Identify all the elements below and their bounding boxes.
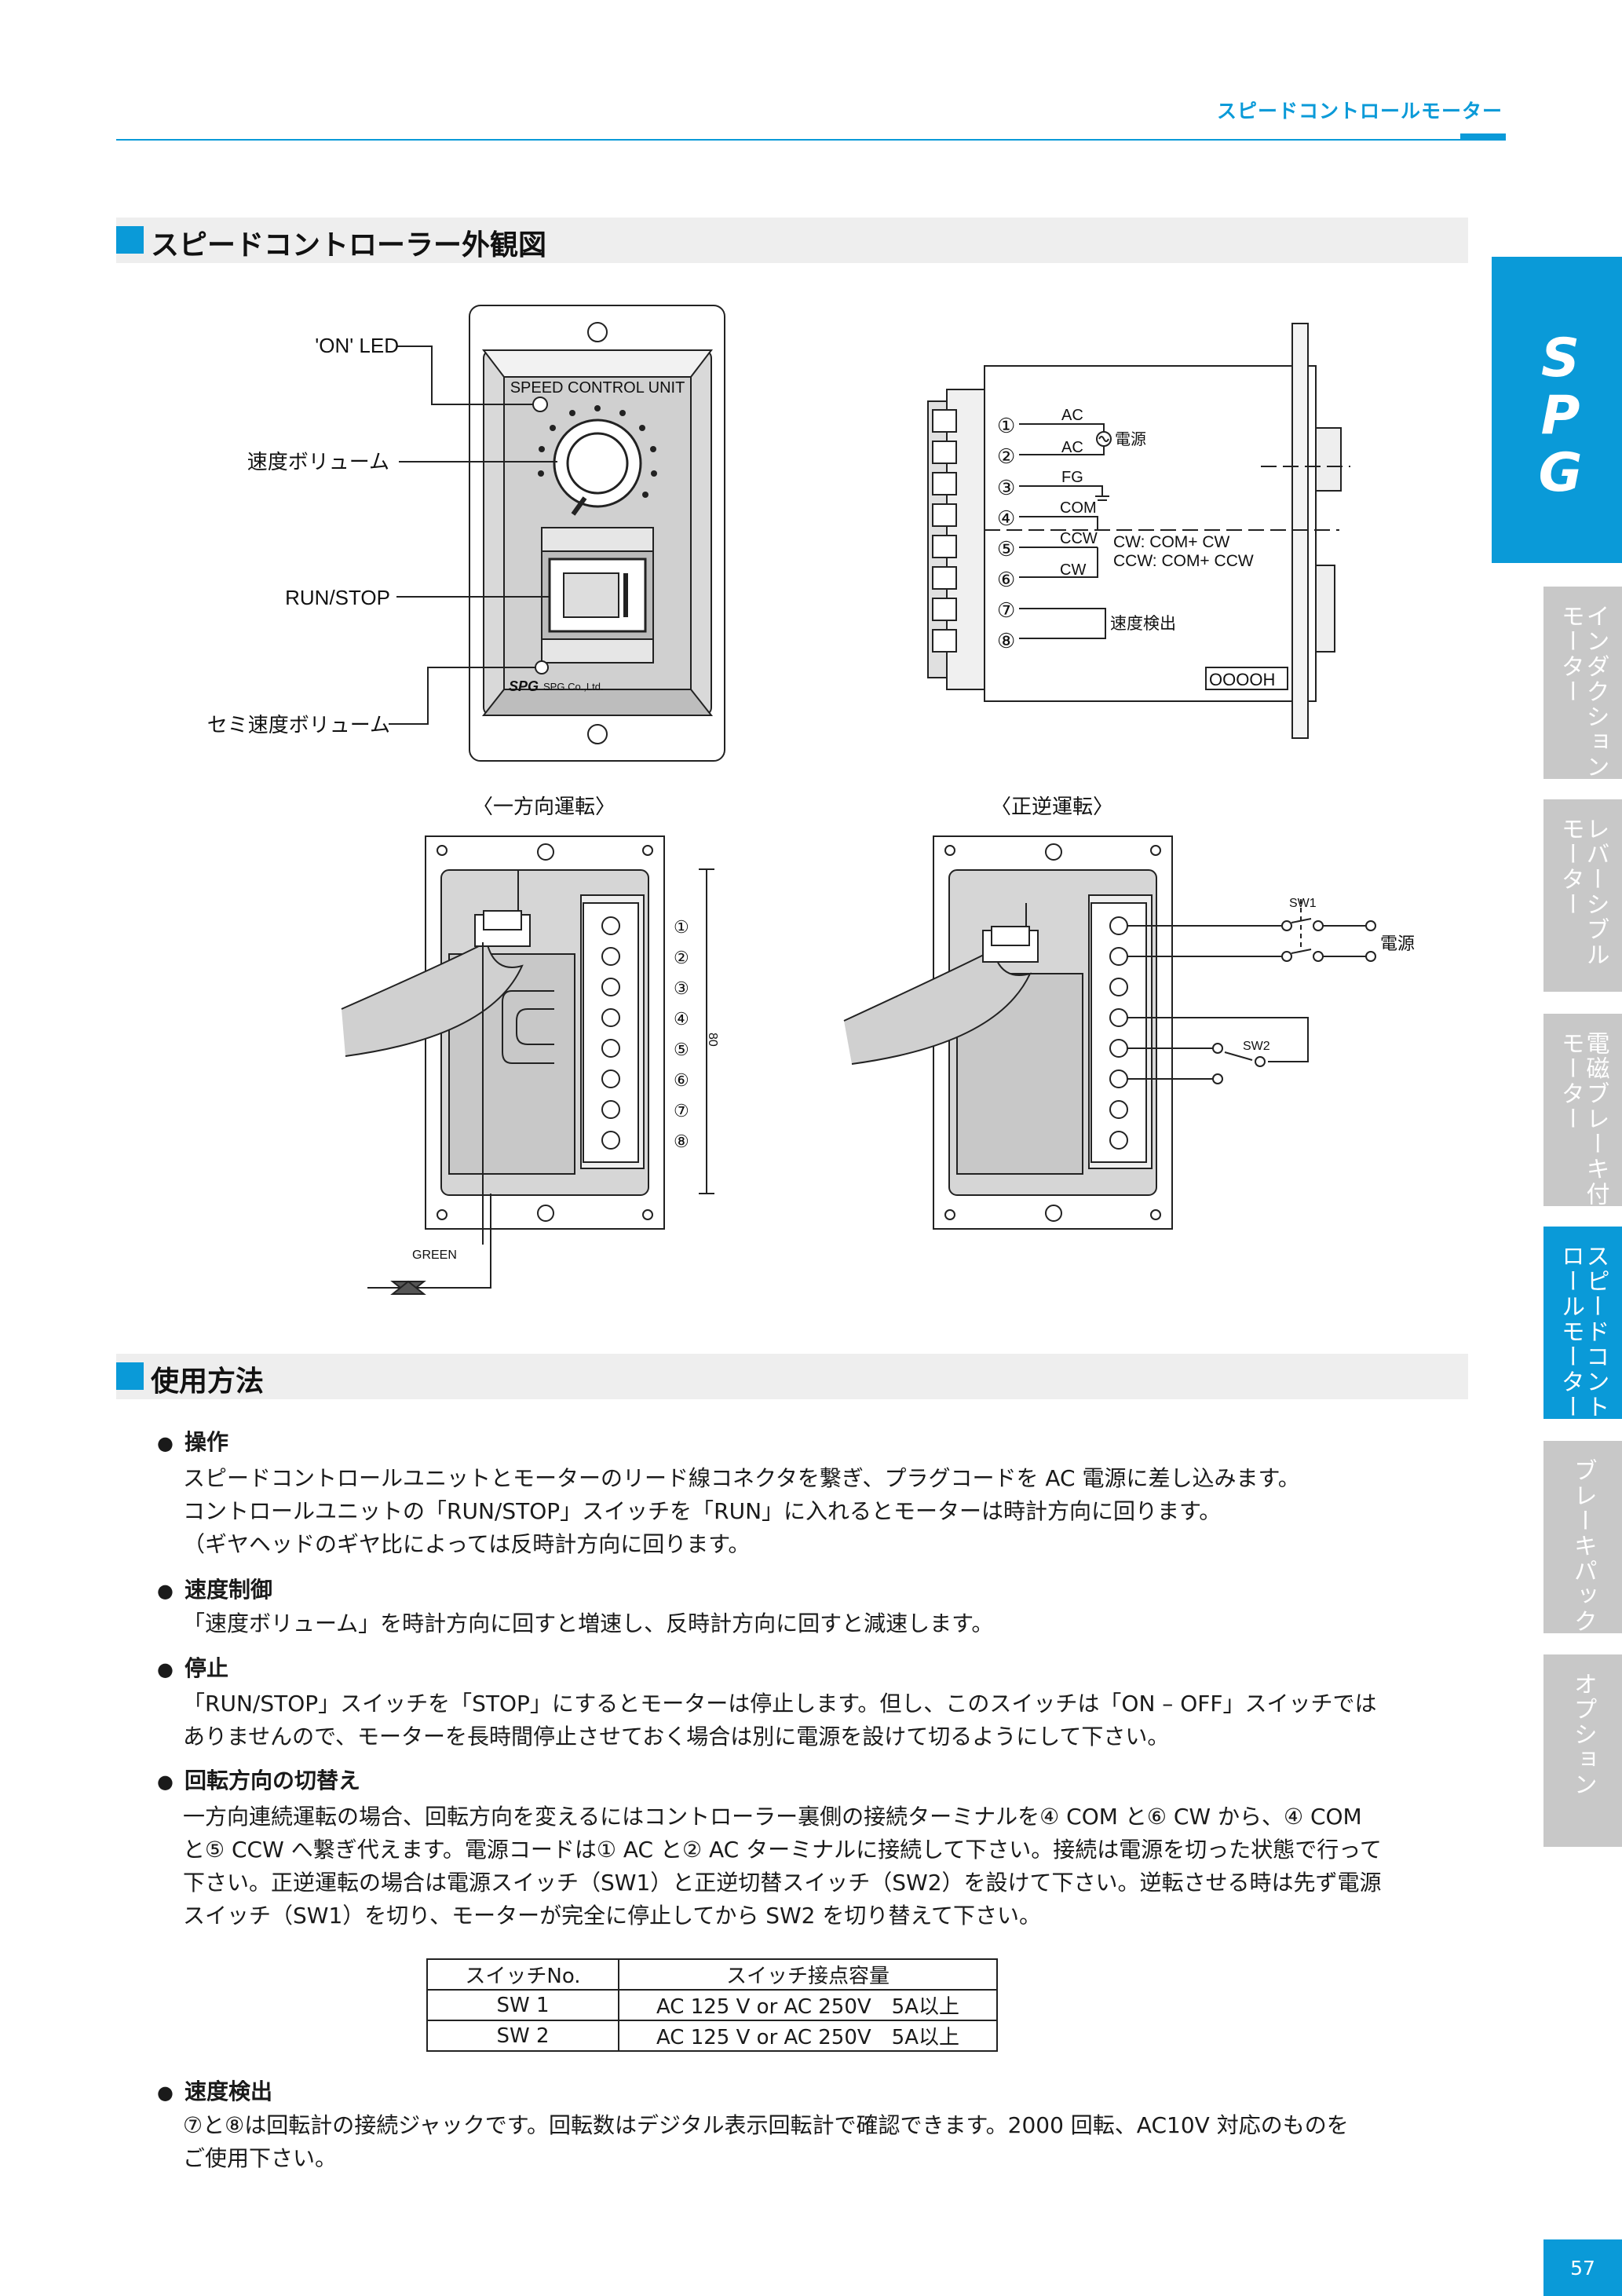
maker-text: SPG Co.,Ltd. (543, 681, 604, 693)
svg-text:CW: CW (1060, 561, 1086, 579)
side-view-terminal-ribs (932, 409, 957, 653)
reversible-diagram (843, 835, 1366, 1230)
usage-text-speed: 「速度ボリューム」を時計方向に回すと増速し、反時計方向に回すと減速します。 (183, 1610, 994, 1636)
table-row: SW 2 AC 125 V or AC 250V 5A以上 (426, 2020, 998, 2052)
section-bar-usage (116, 1354, 1468, 1399)
side-view-terminal-numbers: ① ② ③ ④ ⑤ ⑥ ⑦ ⑧ (997, 414, 1015, 653)
svg-text:③: ③ (674, 978, 689, 998)
tab-induction-motor[interactable]: インダクション モーター (1543, 587, 1622, 780)
table-header: スイッチ接点容量 (618, 1958, 998, 1991)
one-way-screws (601, 916, 620, 1150)
label-run-stop: RUN/STOP (285, 586, 390, 609)
side-view-cw-note: CW: COM+ CW (1113, 533, 1230, 551)
section-title-usage: 使用方法 (151, 1366, 265, 1398)
usage-text-stop: 「RUN/STOP」スイッチを「STOP」にするとモーターは停止します。但し、こ… (183, 1691, 1377, 1749)
usage-text-detection: ⑦と⑧は回転計の接続ジャックです。回転数はデジタル表示回転計で確認できます。20… (183, 2112, 1349, 2171)
one-way-diagram (341, 835, 714, 1296)
usage-heading-speed: 速度制御 (157, 1573, 272, 1604)
svg-text:FG: FG (1061, 469, 1083, 486)
side-view-wire-labels: AC AC FG COM CCW CW (1060, 407, 1098, 579)
one-way-terminal-numbers: ① ② ③ ④ ⑤ ⑥ ⑦ ⑧ (674, 917, 689, 1151)
usage-heading-detection: 速度検出 (157, 2075, 272, 2106)
table-header: スイッチNo. (426, 1958, 619, 1991)
label-on-led: 'ON' LED (315, 334, 399, 357)
usage-heading-direction: 回転方向の切替え (157, 1764, 360, 1795)
reversible-power-label: 電源 (1380, 934, 1415, 953)
side-view-ccw-note: CCW: COM+ CCW (1113, 552, 1254, 570)
section-title-appearance: スピードコントローラー外観図 (151, 229, 547, 261)
page-number: 57 (1543, 2239, 1622, 2296)
tab-brake-pack[interactable]: ブレーキパック (1543, 1441, 1622, 1634)
table-row: SW 1 AC 125 V or AC 250V 5A以上 (426, 1989, 998, 2021)
svg-text:CCW: CCW (1060, 530, 1098, 547)
reversible-screws (1109, 916, 1128, 1150)
svg-text:④: ④ (997, 506, 1015, 530)
side-view (927, 323, 1350, 739)
label-speed-volume: 速度ボリューム (247, 450, 389, 473)
label-sw1: SW1 (1289, 897, 1317, 910)
side-view-power-label: 電源 (1115, 430, 1146, 448)
tab-options[interactable]: オプション (1543, 1654, 1622, 1847)
svg-text:COM: COM (1060, 499, 1097, 517)
label-semi-speed: セミ速度ボリューム (207, 713, 390, 737)
usage-text-operation: スピードコントロールユニットとモーターのリード線コネクタを繋ぎ、プラグコードを … (183, 1465, 1300, 1557)
section-marker (116, 1362, 144, 1390)
svg-text:⑥: ⑥ (997, 568, 1015, 591)
svg-text:⑧: ⑧ (997, 629, 1015, 653)
spg-logo: SPG (1492, 257, 1622, 563)
svg-text:⑦: ⑦ (997, 598, 1015, 622)
running-header: スピードコントロールモーター (1216, 100, 1503, 122)
svg-text:⑤: ⑤ (997, 537, 1015, 561)
svg-text:⑤: ⑤ (674, 1040, 689, 1059)
svg-text:⑥: ⑥ (674, 1070, 689, 1090)
label-sw2: SW2 (1243, 1040, 1270, 1053)
side-view-speed-detect: 速度検出 (1110, 615, 1176, 633)
section-bar-appearance (116, 218, 1468, 263)
svg-text:①: ① (674, 917, 689, 937)
caption-one-way: 〈一方向運転〉 (473, 795, 616, 818)
panel-text: SPEED CONTROL UNIT (510, 379, 685, 397)
usage-heading-stop: 停止 (157, 1651, 228, 1683)
svg-text:②: ② (997, 444, 1015, 468)
header-rule-accent (1460, 133, 1506, 141)
front-view (389, 305, 725, 762)
svg-text:③: ③ (997, 476, 1015, 499)
section-marker (116, 226, 144, 254)
reversible-contacts (1212, 920, 1376, 1084)
svg-text:AC: AC (1061, 439, 1083, 456)
svg-text:AC: AC (1061, 407, 1083, 424)
front-view-dial-ticks (538, 405, 657, 498)
usage-heading-operation: 操作 (157, 1425, 228, 1457)
svg-text:④: ④ (674, 1009, 689, 1029)
maker-logo: SPG (509, 678, 539, 694)
caption-reversible: 〈正逆運転〉 (991, 795, 1113, 818)
usage-text-direction: 一方向連続運転の場合、回転方向を変えるにはコントローラー裏側の接続ターミナルを④… (183, 1804, 1382, 1929)
switch-table: スイッチNo. スイッチ接点容量 SW 1 AC 125 V or AC 250… (426, 1958, 998, 2052)
tab-speed-control-motor[interactable]: スピードコント ロールモーター (1543, 1227, 1622, 1420)
side-view-plate: OOOOH (1209, 670, 1275, 689)
tab-reversible-motor[interactable]: レバーシブル モーター (1543, 799, 1622, 992)
svg-text:②: ② (674, 948, 689, 967)
one-way-wire-label: GREEN (412, 1249, 457, 1262)
header-rule (116, 139, 1506, 141)
svg-text:⑦: ⑦ (674, 1101, 689, 1121)
one-way-dimension: 80 (706, 1033, 719, 1047)
tab-brake-motor[interactable]: 電磁ブレーキ付 モーター (1543, 1014, 1622, 1207)
controller-diagrams: 'ON' LED 速度ボリューム RUN/STOP セミ速度ボリューム SPEE… (207, 305, 1415, 1296)
svg-text:⑧: ⑧ (674, 1132, 689, 1151)
svg-text:①: ① (997, 414, 1015, 437)
